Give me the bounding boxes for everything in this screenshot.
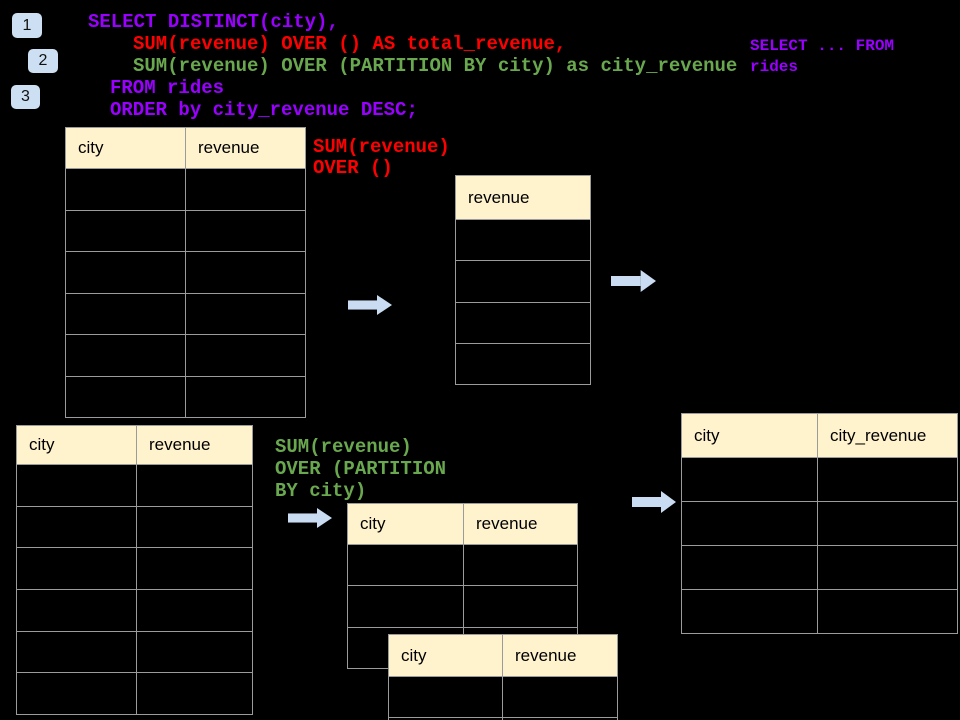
empty-cell <box>463 585 578 628</box>
sql-line-city-revenue: SUM(revenue) OVER (PARTITION BY city) as… <box>133 55 738 77</box>
table-partition-middle: city revenue <box>347 503 578 669</box>
empty-cell <box>65 209 186 252</box>
empty-cell <box>388 676 503 718</box>
sql-line-order-by: ORDER by city_revenue DESC; <box>110 99 418 121</box>
empty-cell <box>136 547 253 591</box>
column-header-revenue: revenue <box>136 425 253 465</box>
empty-cell <box>136 630 253 674</box>
flow-arrow-icon <box>348 295 392 315</box>
empty-cell <box>681 501 818 546</box>
empty-cell <box>65 251 186 294</box>
step-badge-3: 3 <box>11 85 40 109</box>
column-header-revenue: revenue <box>185 127 306 169</box>
empty-cell <box>16 547 137 591</box>
table-partition-front: city revenue <box>388 634 618 720</box>
empty-cell <box>817 501 958 546</box>
empty-cell <box>817 457 958 502</box>
label-sum-over-all: SUM(revenue) OVER () <box>313 136 450 179</box>
empty-cell <box>817 545 958 590</box>
empty-cell <box>463 543 578 587</box>
empty-cell <box>455 342 591 386</box>
column-header-city: city <box>347 503 464 545</box>
empty-cell <box>681 545 818 590</box>
step-badge-2: 2 <box>28 49 58 73</box>
empty-cell <box>817 589 958 634</box>
empty-cell <box>455 301 591 344</box>
empty-cell <box>681 457 818 502</box>
empty-cell <box>185 334 306 377</box>
empty-cell <box>681 589 818 634</box>
label-sum-over-partition: SUM(revenue) OVER (PARTITION BY city) <box>275 436 447 502</box>
empty-cell <box>185 209 306 252</box>
empty-cell <box>185 251 306 294</box>
column-header-city: city <box>65 127 186 169</box>
empty-cell <box>455 260 591 303</box>
table-rides-source-bottom: city revenue <box>16 425 253 716</box>
sql-line-from: FROM rides <box>110 77 225 99</box>
side-note-select-from-rides: SELECT ... FROM rides <box>750 37 895 76</box>
table-city-revenue-result: city city_revenue <box>681 413 958 634</box>
empty-cell <box>16 589 137 632</box>
empty-cell <box>16 630 137 674</box>
sql-line-total-revenue: SUM(revenue) OVER () AS total_revenue, <box>133 33 567 55</box>
empty-cell <box>65 334 186 377</box>
empty-cell <box>185 168 306 211</box>
empty-cell <box>502 676 618 718</box>
sql-line-select: SELECT DISTINCT(city), <box>88 11 339 33</box>
column-header-city-revenue: city_revenue <box>817 413 958 458</box>
empty-cell <box>65 168 186 211</box>
empty-cell <box>502 717 618 720</box>
column-header-revenue: revenue <box>502 634 618 677</box>
flow-arrow-icon <box>611 270 656 292</box>
table-total-revenue-result: revenue <box>455 175 591 386</box>
empty-cell <box>136 589 253 632</box>
step-badge-1: 1 <box>12 13 42 38</box>
empty-cell <box>185 292 306 335</box>
empty-cell <box>136 505 253 549</box>
empty-cell <box>347 543 464 587</box>
empty-cell <box>65 375 186 418</box>
column-header-city: city <box>388 634 503 677</box>
empty-cell <box>16 505 137 549</box>
flow-arrow-icon <box>632 491 676 513</box>
column-header-city: city <box>16 425 137 465</box>
column-header-revenue: revenue <box>463 503 578 545</box>
empty-cell <box>347 585 464 628</box>
column-header-revenue: revenue <box>455 175 591 220</box>
empty-cell <box>185 375 306 418</box>
flow-arrow-icon <box>288 508 332 528</box>
column-header-city: city <box>681 413 818 458</box>
empty-cell <box>16 672 137 716</box>
empty-cell <box>136 464 253 507</box>
empty-cell <box>136 672 253 716</box>
empty-cell <box>65 292 186 335</box>
table-rides-source-top: city revenue <box>65 127 306 418</box>
empty-cell <box>455 218 591 262</box>
empty-cell <box>16 464 137 507</box>
